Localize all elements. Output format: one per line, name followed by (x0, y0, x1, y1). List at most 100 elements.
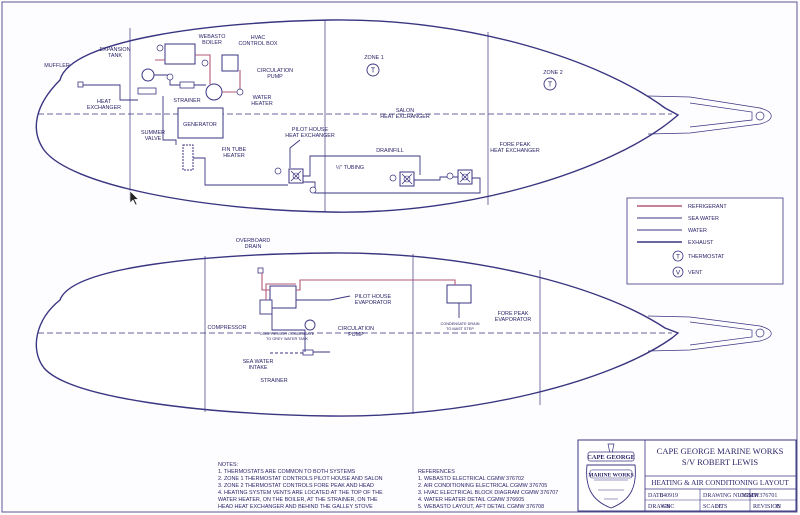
label-heat-exchanger-2: EXCHANGER (87, 105, 121, 111)
legend-thermostat-symbol (672, 250, 684, 262)
label-webasto-boiler-1: WEBASTO (199, 34, 226, 40)
drawn-value: GBC (662, 504, 674, 510)
upper-bowsprit (647, 95, 772, 135)
label-fin-tube-1: FIN TUBE (222, 147, 247, 153)
legend-thermostat-glyph: T (676, 254, 680, 261)
scale-label: SCALE (703, 504, 722, 510)
zone-2-thermostat: T (543, 77, 557, 91)
label-ac-strainer: STRAINER (260, 378, 287, 384)
date-label: DATE (648, 493, 664, 499)
legend-vent: VENT (688, 270, 703, 276)
label-condensate-1: COMPRESSOR CONDENSATE (260, 332, 315, 336)
water-pipe-lower (296, 295, 460, 318)
scale-value: NTS (716, 504, 727, 510)
pilot-house-heat-exchanger (288, 168, 304, 184)
revision-value: B (776, 504, 780, 510)
expansion-tank (141, 68, 155, 82)
return-loop-pipe (303, 177, 481, 194)
reference-5: 5. WEBASTO LAYOUT, AFT DETAIL CGMW 37670… (418, 504, 544, 510)
label-fore-peak-evap-1: FORE PEAK (498, 311, 529, 317)
hvac-control-box (221, 54, 239, 72)
label-condensate-2: TO GREY WATER TANK (266, 337, 309, 341)
label-hvac-1: HVAC (251, 35, 266, 41)
label-salon-2: HEAT EXCHANGER (380, 114, 430, 120)
references-block: REFERENCES 1. WEBASTO ELECTRICAL CGMW 37… (418, 469, 558, 510)
webasto-boiler (164, 43, 196, 65)
revision-label: REVISION (753, 504, 782, 510)
muffler (77, 81, 84, 88)
label-pilot-heat-2: HEAT EXCHANGER (285, 133, 335, 139)
label-water-heater-2: HEATER (251, 101, 273, 107)
upper-bowsprit-inner (689, 102, 753, 128)
strainer-heating (179, 81, 195, 89)
company-name: CAPE GEORGE MARINE WORKS (657, 446, 784, 456)
notes-block: NOTES: 1. THERMOSTATS ARE COMMON TO BOTH… (218, 462, 383, 510)
logo-text-1: CAPE GEORGE (587, 454, 635, 461)
label-circ-pump-1: CIRCULATION (257, 68, 293, 74)
fore-peak-evaporator (446, 284, 472, 304)
svg-text:T: T (371, 68, 376, 75)
company-logo: CAPE GEORGE MARINE WORKS (586, 443, 636, 509)
label-summer-valve-1: SUMMER (141, 130, 165, 136)
notes-heading: NOTES: (218, 462, 238, 468)
zone-1-thermostat: T (366, 63, 380, 77)
references-heading: REFERENCES (418, 469, 455, 475)
svg-text:T: T (548, 82, 553, 89)
note-4: 4. HEATING SYSTEM VENTS ARE LOCATED AT T… (218, 490, 383, 496)
note-2: 2. ZONE 1 THERMOSTAT CONTROLS PILOT HOUS… (218, 476, 383, 482)
note-5: WATER HEATER, ON THE BOILER, AT THE STRA… (218, 497, 378, 503)
refrigerant-pipe-lower-2 (265, 283, 296, 300)
label-expansion-1: EXPANSION (99, 47, 130, 53)
label-strainer: STRAINER (173, 98, 200, 104)
label-fore-peak-heat-2: HEAT EXCHANGER (490, 148, 540, 154)
ac-strainer (302, 349, 314, 356)
logo-text-2: MARINE WORKS (588, 473, 633, 479)
label-fore-peak-evap-2: EVAPORATOR (495, 317, 532, 323)
drawn-label: DRAWN (648, 504, 671, 510)
label-summer-valve-2: VALVE (145, 136, 162, 142)
label-water-heater-1: WATER (253, 95, 272, 101)
compressor (259, 299, 273, 315)
generator (177, 107, 224, 139)
vessel-name: S/V ROBERT LEWIS (682, 457, 758, 467)
note-3: 3. ZONE 2 THERMOSTAT CONTROLS FORE PEAK … (218, 483, 374, 489)
label-zone-1: ZONE 1 (364, 55, 383, 61)
label-hvac-2: CONTROL BOX (238, 41, 277, 47)
legend: REFRIGERANT SEA WATER WATER EXHAUST T TH… (626, 197, 784, 285)
date-value: 040919 (660, 493, 678, 499)
lower-bowsprit (647, 315, 772, 352)
legend-vent-symbol (672, 266, 684, 278)
fin-tube-pipe (162, 96, 288, 186)
label-webasto-boiler-2: BOILER (202, 40, 222, 46)
label-drainfill: DRAINFILL (376, 148, 404, 154)
label-muffler: MUFFLER (44, 63, 70, 69)
water-heater (205, 83, 223, 101)
salon-heat-exchanger (399, 171, 415, 187)
upper-bowsprit-ring (755, 111, 765, 121)
upper-hull-plan: T T WEBASTO BOILER HVAC CONTROL BOX EXPA… (35, 19, 772, 213)
label-pilot-evap-1: PILOT HOUSE (355, 294, 392, 300)
label-mast-drain-1: CONDENSATE DRAIN (441, 322, 480, 326)
vent-symbols-upper (156, 44, 454, 194)
sea-water-pipe-lower (271, 314, 330, 353)
label-fin-tube-2: HEATER (223, 153, 245, 159)
exhaust-pipe (83, 84, 138, 101)
label-generator: GENERATOR (183, 122, 217, 128)
legend-thermostat: THERMOSTAT (688, 254, 725, 260)
note-6: HEAD HEAT EXCHANGER AND BEHIND THE GALLE… (218, 504, 373, 510)
label-expansion-2: TANK (108, 53, 122, 59)
fore-peak-heat-exchanger (457, 169, 473, 185)
lower-hull-outline (35, 252, 680, 417)
reference-1: 1. WEBASTO ELECTRICAL CGMW 376702 (418, 476, 524, 482)
drawing-title: HEATING & AIR CONDITIONING LAYOUT (651, 479, 789, 487)
label-overboard-2: DRAIN (245, 244, 262, 250)
lower-hull-plan: OVERBOARD DRAIN PILOT HOUSE EVAPORATOR C… (35, 238, 772, 417)
lower-bowsprit-inner (689, 321, 753, 346)
label-pilot-heat-1: PILOT HOUSE (292, 127, 329, 133)
title-block: CAPE GEORGE MARINE WORKS CAPE GEORGE MAR… (577, 439, 797, 512)
label-sea-water-1: SEA WATER (243, 359, 274, 365)
label-heat-exchanger-1: HEAT (97, 99, 112, 105)
label-pilot-evap-2: EVAPORATOR (355, 300, 392, 306)
